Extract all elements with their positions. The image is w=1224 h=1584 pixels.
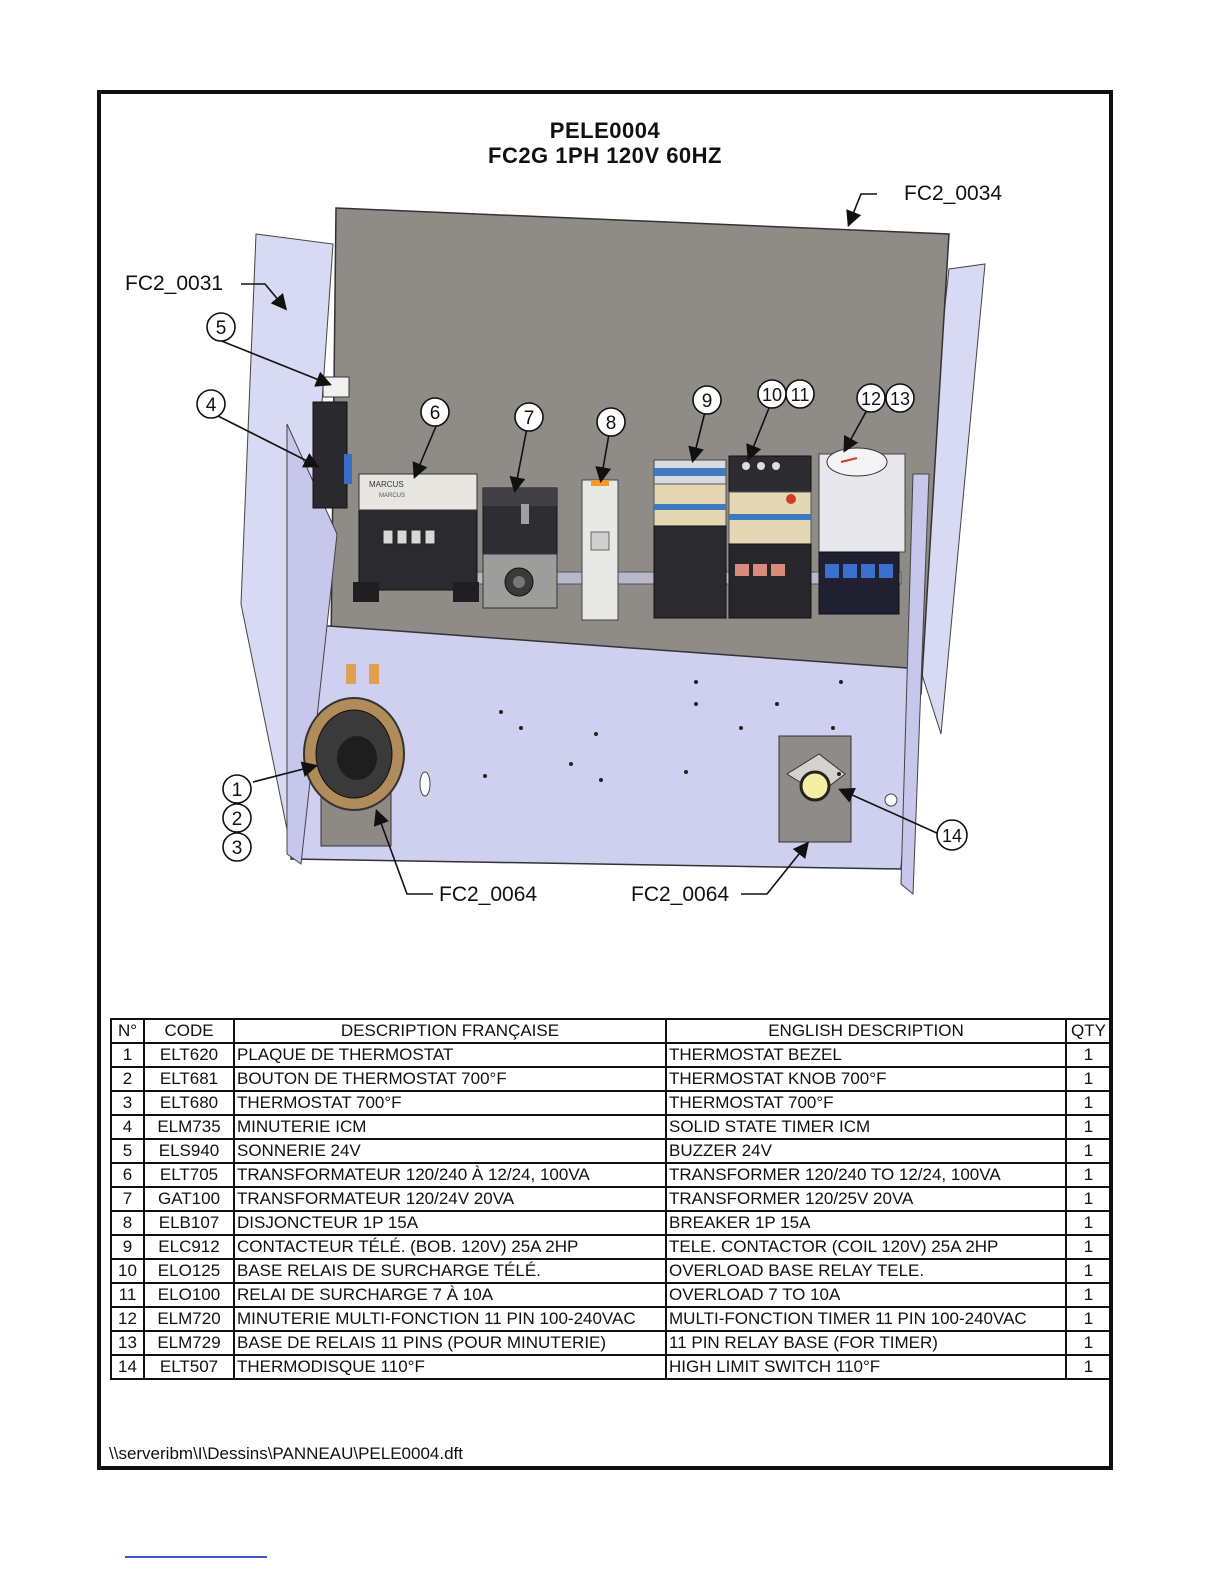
balloon-5: 5 [206, 312, 236, 342]
balloon-6: 6 [420, 397, 450, 427]
buzzer [322, 376, 350, 398]
assembly-drawing: MARCUS MARCUS [196, 193, 986, 896]
svg-text:1: 1 [232, 780, 243, 801]
leader-14 [838, 787, 940, 835]
overload-relay [728, 455, 812, 497]
svg-text:3: 3 [232, 838, 243, 859]
balloon-4: 4 [196, 389, 226, 419]
table-header-row: N° CODE DESCRIPTION FRANÇAISE ENGLISH DE… [110, 1018, 1112, 1044]
svg-text:9: 9 [702, 391, 713, 412]
header-no: N° [110, 1018, 145, 1044]
svg-text:6: 6 [430, 403, 441, 424]
relay-base-11-pin [818, 551, 900, 615]
balloon-3: 3 [222, 832, 252, 862]
header-qty: QTY [1065, 1018, 1112, 1044]
svg-text:13: 13 [890, 389, 910, 409]
leader-8 [595, 433, 612, 484]
svg-text:12: 12 [861, 389, 881, 409]
high-limit-disc [799, 770, 831, 802]
label-fc2-0031: FC2_0031 [125, 272, 224, 295]
leader-12-13 [843, 409, 868, 453]
svg-text:8: 8 [606, 413, 617, 434]
balloon-11: 11 [785, 379, 815, 409]
file-path: \\serveribm\I\Dessins\PANNEAU\PELE0004.d… [109, 1444, 463, 1463]
header-code: CODE [143, 1018, 235, 1044]
leader-10-11 [746, 407, 770, 461]
svg-text:4: 4 [206, 395, 217, 416]
svg-text:11: 11 [791, 385, 810, 405]
leader-fc2-0031 [241, 283, 288, 311]
balloon-13: 13 [885, 383, 915, 413]
label-fc2-0064-left: FC2_0064 [439, 883, 538, 906]
header-fr: DESCRIPTION FRANÇAISE [233, 1018, 667, 1044]
leader-6 [412, 423, 438, 479]
leader-4 [217, 415, 320, 468]
transformer-brand: MARCUS [369, 480, 404, 489]
solid-state-timer [312, 401, 348, 509]
thermostat-knob [337, 736, 377, 780]
balloon-7: 7 [514, 402, 544, 432]
leader-5 [218, 339, 332, 387]
svg-text:10: 10 [762, 385, 782, 405]
header-en: ENGLISH DESCRIPTION [665, 1018, 1067, 1044]
label-fc2-0034: FC2_0034 [904, 182, 1003, 205]
leader-fc2-0064-left [373, 808, 433, 895]
balloon-10: 10 [757, 379, 787, 409]
svg-text:14: 14 [942, 826, 962, 846]
drawing-frame: PELE0004 FC2G 1PH 120V 60HZ MARCUS MARCU… [97, 90, 1113, 1470]
balloon-1: 1 [222, 774, 252, 804]
drawing-title: PELE0004 [549, 118, 661, 143]
leader-1 [252, 761, 319, 783]
leader-fc2-0034 [846, 193, 877, 227]
drawing-subtitle: FC2G 1PH 120V 60HZ [488, 143, 722, 168]
transformer-sub: MARCUS [379, 493, 405, 499]
leader-9 [688, 411, 706, 464]
balloon-12: 12 [856, 383, 886, 413]
balloon-14: 14 [936, 819, 968, 851]
svg-text:7: 7 [524, 408, 535, 429]
leader-fc2-0064-right [741, 841, 809, 895]
balloon-8: 8 [596, 407, 626, 437]
overload-base [728, 543, 812, 619]
svg-text:2: 2 [232, 809, 243, 830]
balloon-9: 9 [692, 385, 722, 415]
bill-of-materials-table: N° CODE DESCRIPTION FRANÇAISE ENGLISH DE… [110, 1018, 1112, 1380]
label-fc2-0064-right: FC2_0064 [631, 883, 730, 906]
footer-link-underline[interactable] [125, 1556, 267, 1558]
leader-7 [509, 427, 528, 494]
balloon-2: 2 [222, 803, 252, 833]
svg-text:5: 5 [216, 318, 227, 339]
right-wall [900, 473, 930, 896]
